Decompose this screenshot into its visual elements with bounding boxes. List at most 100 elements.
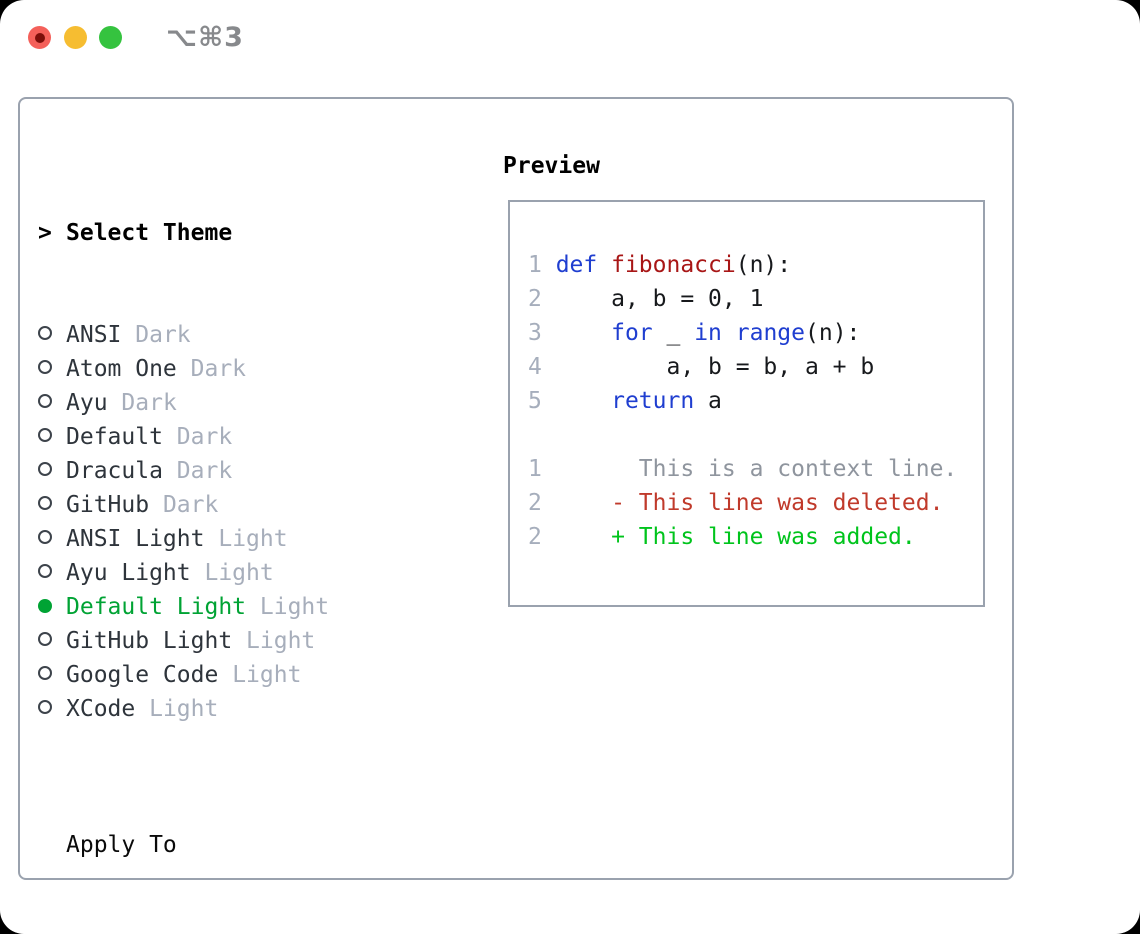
variant-tag: Light bbox=[218, 526, 288, 552]
code-token: - This line was deleted. bbox=[555, 490, 944, 516]
option-label: GitHub Light bbox=[66, 628, 233, 654]
zoom-button[interactable] bbox=[99, 26, 122, 49]
code-token: This is a context line. bbox=[555, 456, 958, 482]
radio-unselected-icon bbox=[38, 556, 66, 590]
line-number: 4 bbox=[528, 354, 556, 380]
theme-option-xcode[interactable]: XCode Light bbox=[38, 692, 426, 726]
option-label: ANSI Light bbox=[66, 526, 205, 552]
window-title: ⌥⌘3 bbox=[166, 22, 244, 53]
preview-line-4: 4 a, b = b, a + b bbox=[528, 350, 983, 384]
code-token: a, b = b, a + b bbox=[555, 354, 875, 380]
variant-tag: Light bbox=[149, 696, 219, 722]
preview-line-1: 1 def fibonacci(n): bbox=[528, 248, 983, 282]
variant-tag: Light bbox=[246, 628, 316, 654]
option-label: XCode bbox=[66, 696, 136, 722]
option-label: Google Code bbox=[66, 662, 219, 688]
code-token: (n): bbox=[735, 252, 792, 278]
preview-line-8: 2 - This line was deleted. bbox=[528, 486, 983, 520]
preview-header: Preview bbox=[503, 153, 600, 179]
preview-line-3: 3 for _ in range(n): bbox=[528, 316, 983, 350]
variant-tag: Dark bbox=[162, 492, 219, 518]
code-token: range bbox=[735, 320, 805, 346]
option-label: Atom One bbox=[66, 356, 177, 382]
apply-to-header: Apply To bbox=[66, 832, 177, 858]
radio-unselected-icon bbox=[38, 318, 66, 352]
variant-tag: Light bbox=[259, 594, 330, 620]
code-token bbox=[556, 320, 611, 346]
option-label: Ayu bbox=[66, 390, 108, 416]
theme-option-github[interactable]: GitHub Dark bbox=[38, 488, 426, 522]
theme-option-google-code[interactable]: Google Code Light bbox=[38, 658, 426, 692]
preview-line-2: 2 a, b = 0, 1 bbox=[528, 282, 983, 316]
close-dot-icon bbox=[34, 32, 45, 43]
select-theme-title: Select Theme bbox=[66, 220, 233, 246]
line-number: 2 bbox=[528, 490, 556, 516]
minimize-button[interactable] bbox=[64, 26, 87, 49]
radio-unselected-icon bbox=[38, 488, 66, 522]
radio-unselected-icon bbox=[38, 352, 66, 386]
apply-option-user-settings[interactable]: User Settings bbox=[38, 930, 426, 934]
apply-to-list: User SettingsWorkspace Settings bbox=[38, 930, 426, 934]
theme-option-default-light[interactable]: Default Light Light bbox=[38, 590, 426, 624]
line-number: 1 bbox=[528, 456, 556, 482]
variant-tag: Dark bbox=[190, 356, 247, 382]
preview-line-9: 2 + This line was added. bbox=[528, 520, 983, 554]
variant-tag: Dark bbox=[135, 322, 191, 348]
theme-option-github-light[interactable]: GitHub Light Light bbox=[38, 624, 426, 658]
radio-unselected-icon bbox=[38, 692, 66, 726]
line-number: 1 bbox=[528, 252, 556, 278]
radio-unselected-icon bbox=[38, 522, 66, 556]
radio-unselected-icon bbox=[38, 454, 66, 488]
code-token: _ bbox=[652, 320, 695, 346]
selection-pointer-icon: > bbox=[38, 220, 52, 246]
theme-option-ayu[interactable]: Ayu Dark bbox=[38, 386, 426, 420]
preview-line-6 bbox=[528, 418, 983, 452]
line-number: 3 bbox=[528, 320, 556, 346]
theme-option-dracula[interactable]: Dracula Dark bbox=[38, 454, 426, 488]
preview-line-5: 5 return a bbox=[528, 384, 983, 418]
code-token: return bbox=[611, 388, 695, 414]
variant-tag: Light bbox=[232, 662, 302, 688]
line-number: 2 bbox=[528, 524, 556, 550]
variant-tag: Light bbox=[204, 560, 274, 586]
preview-line-7: 1 This is a context line. bbox=[528, 452, 983, 486]
code-token: a, b = 0, 1 bbox=[555, 286, 764, 312]
theme-option-ansi[interactable]: ANSI Dark bbox=[38, 318, 426, 352]
variant-tag: Dark bbox=[176, 424, 233, 450]
radio-unselected-icon bbox=[38, 420, 66, 454]
theme-option-ansi-light[interactable]: ANSI Light Light bbox=[38, 522, 426, 556]
option-label: GitHub bbox=[66, 492, 150, 518]
radio-unselected-icon bbox=[38, 624, 66, 658]
radio-unselected-icon bbox=[38, 658, 66, 692]
option-label: ANSI bbox=[66, 322, 122, 348]
line-number: 5 bbox=[528, 388, 556, 414]
theme-option-default[interactable]: Default Dark bbox=[38, 420, 426, 454]
code-token bbox=[556, 388, 611, 414]
code-token: in bbox=[694, 320, 722, 346]
code-token: fibonacci bbox=[611, 252, 736, 278]
theme-option-ayu-light[interactable]: Ayu Light Light bbox=[38, 556, 426, 590]
code-token: for bbox=[611, 320, 653, 346]
radio-selected-icon bbox=[38, 590, 66, 624]
line-number: 2 bbox=[528, 286, 556, 312]
variant-tag: Dark bbox=[121, 390, 177, 416]
code-token: def bbox=[555, 252, 612, 278]
option-label: Default Light bbox=[66, 594, 247, 620]
code-token bbox=[722, 320, 736, 346]
radio-selected-icon bbox=[38, 930, 66, 934]
close-button[interactable] bbox=[28, 26, 51, 49]
option-label: Default bbox=[66, 424, 163, 450]
radio-unselected-icon bbox=[38, 386, 66, 420]
theme-option-atom-one[interactable]: Atom One Dark bbox=[38, 352, 426, 386]
option-label: Ayu Light bbox=[66, 560, 191, 586]
variant-tag: Dark bbox=[176, 458, 233, 484]
code-token: (n): bbox=[805, 320, 861, 346]
code-token: + This line was added. bbox=[555, 524, 916, 550]
